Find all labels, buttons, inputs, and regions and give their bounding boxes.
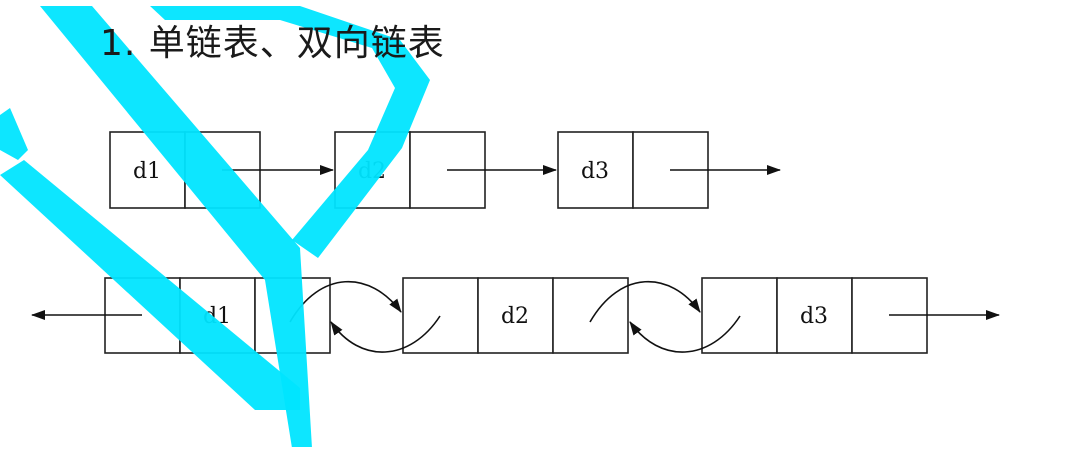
doubly-node-3-label: d3 bbox=[800, 304, 828, 329]
watermark-stroke-hook bbox=[150, 6, 430, 258]
singly-node-3-data-cell bbox=[557, 131, 634, 209]
doubly-node-2-next-cell bbox=[552, 277, 629, 354]
watermark-stroke-lower bbox=[0, 160, 300, 410]
singly-node-3-label: d3 bbox=[581, 159, 609, 184]
doubly-node-2-label: d2 bbox=[501, 304, 529, 329]
diagram-title: 1. 单链表、双向链表 bbox=[100, 23, 445, 64]
doubly-prev-link-2-1 bbox=[330, 315, 441, 353]
doubly-prev-link-3-2 bbox=[629, 315, 741, 353]
doubly-node-3-data-cell bbox=[776, 277, 853, 354]
doubly-node-2-data-cell bbox=[477, 277, 554, 354]
cyan-watermark bbox=[0, 6, 430, 448]
doubly-next-link-2-3 bbox=[589, 280, 701, 323]
singly-node-1-label: d1 bbox=[133, 159, 161, 184]
doubly-node-3: d3 bbox=[701, 277, 928, 354]
doubly-node-2: d2 bbox=[402, 277, 629, 354]
watermark-stroke-main bbox=[40, 6, 312, 448]
doubly-node-3-prev-cell bbox=[701, 277, 778, 354]
watermark-stroke-left bbox=[0, 108, 28, 160]
